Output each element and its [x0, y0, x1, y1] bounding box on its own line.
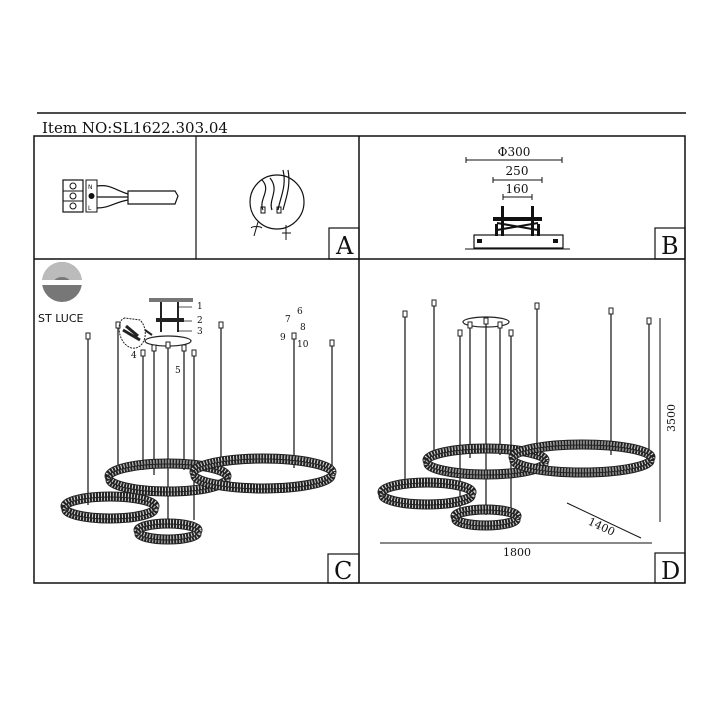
crystal-ring [508, 439, 656, 478]
suspension-cable [402, 310, 408, 482]
suspension-cable [534, 302, 540, 452]
crystal-ring [104, 458, 232, 497]
part-number: 9 [280, 333, 286, 343]
ceiling-hatch [149, 298, 193, 302]
part-number: 8 [300, 323, 306, 333]
dim-label: 160 [506, 182, 529, 196]
panel-a: N L A [62, 169, 360, 260]
part-number: 4 [131, 351, 137, 361]
suspension-cable [218, 321, 224, 462]
dim-label: 3500 [665, 404, 678, 432]
suspension-cable [497, 321, 503, 455]
crystal-ring [189, 453, 337, 494]
suspension-cable [467, 321, 473, 458]
suspension-cable [483, 317, 489, 515]
suspension-cable [181, 344, 187, 470]
suspension-cable [329, 339, 335, 470]
part-callouts: 1 2 3 4 5 6 7 8 9 10 [131, 302, 309, 376]
dimension-width: 1800 [380, 542, 652, 559]
st-luce-logo: ST LUCE [38, 262, 84, 325]
live-mark: L [88, 205, 92, 212]
brand-name: ST LUCE [38, 312, 84, 325]
panel-label-box [327, 553, 360, 584]
suspension-cable [165, 341, 171, 528]
terminal-detail-icon [118, 317, 153, 349]
part-number: 10 [297, 340, 309, 350]
part-number: 5 [175, 366, 181, 376]
panel-label-a: A [335, 232, 354, 260]
panel-b: Φ300 250 160 B [465, 145, 686, 260]
suspension-cable [431, 299, 437, 458]
suspension-cable [646, 317, 652, 462]
neutral-mark: N [88, 184, 93, 191]
dimension-300: Φ300 [465, 145, 563, 163]
suspension-cable [140, 349, 146, 470]
crystal-ring [133, 518, 203, 545]
dimension-250: 250 [492, 164, 543, 183]
crystal-ring [450, 504, 522, 531]
panel-label-box [654, 552, 686, 584]
part-number: 7 [285, 315, 291, 325]
suspension-cable [151, 344, 157, 475]
suspension-cable [608, 307, 614, 455]
panel-d: 1800 3500 1400 D [377, 299, 686, 585]
part-number: 3 [197, 327, 203, 337]
panel-label-b: B [661, 232, 679, 260]
bracket-icon [156, 302, 192, 332]
dimension-height: 3500 [659, 318, 678, 522]
terminal-block-icon: N L [62, 179, 179, 213]
panel-label-box [654, 227, 686, 260]
suspension-cable [508, 329, 514, 510]
dim-label: Φ300 [498, 145, 531, 159]
part-number: 2 [197, 316, 203, 326]
crystal-ring [377, 477, 477, 510]
part-number: 1 [197, 302, 203, 312]
crystal-ring [60, 491, 160, 524]
suspension-cable [85, 332, 91, 505]
panel-label-d: D [661, 557, 680, 585]
mounting-bracket-icon [465, 206, 570, 250]
dim-label: 1800 [503, 546, 531, 559]
dimension-160: 160 [502, 182, 533, 200]
dim-label: 1400 [586, 515, 617, 539]
panel-c: ST LUCE 1 2 3 4 5 6 7 8 9 10 C [38, 262, 360, 585]
panel-label-box [328, 227, 360, 260]
suspension-cable [115, 321, 121, 470]
panel-label-c: C [334, 557, 352, 585]
wire-detail-icon [249, 169, 305, 240]
dimension-depth: 1400 [566, 502, 642, 539]
dim-label: 250 [506, 164, 529, 178]
suspension-cable [291, 332, 297, 468]
crystal-ring [422, 443, 550, 480]
part-number: 6 [297, 307, 303, 317]
item-number-title: Item NO:SL1622.303.04 [42, 119, 228, 137]
